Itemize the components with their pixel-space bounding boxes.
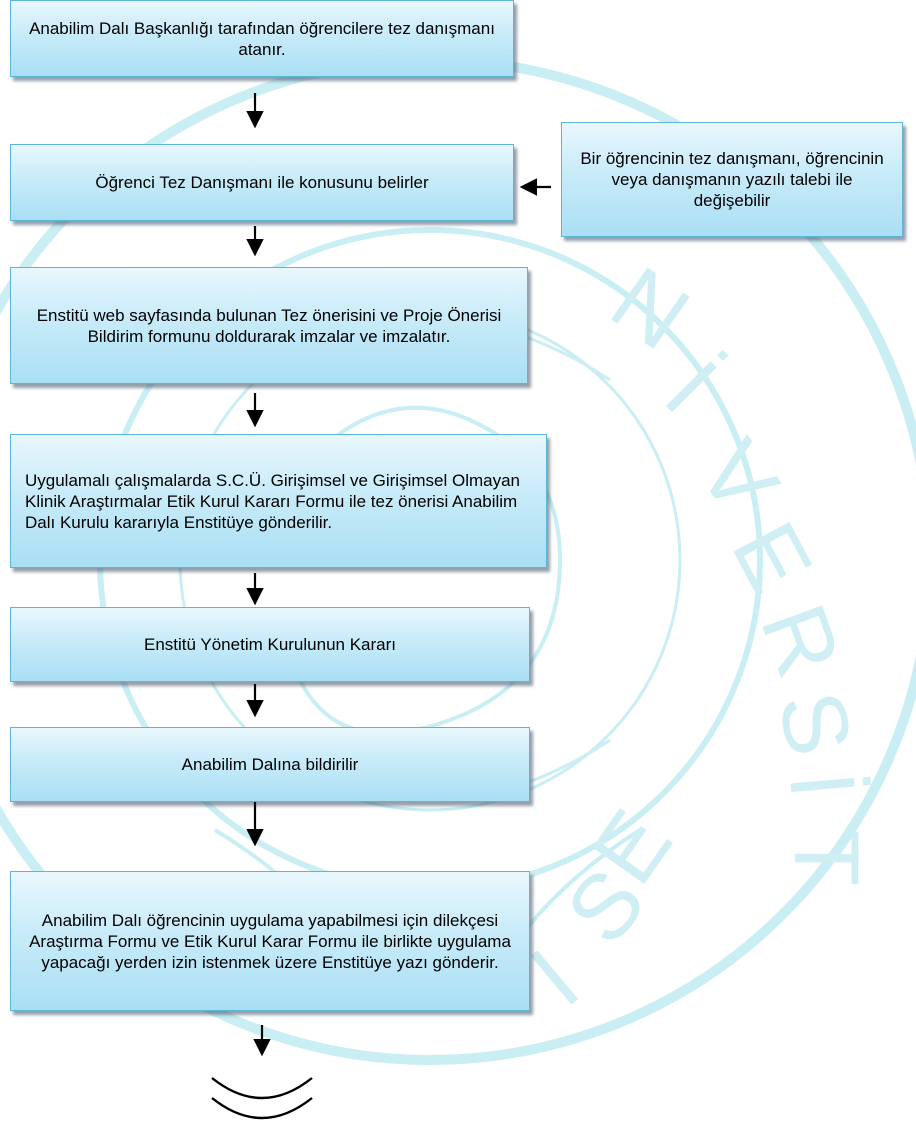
- flow-step-1-text: Anabilim Dalı Başkanlığı tarafından öğre…: [29, 18, 495, 59]
- flow-step-5: Enstitü Yönetim Kurulunun Kararı: [10, 607, 530, 682]
- page-continuation-connector: [211, 1077, 313, 1120]
- svg-text:T: T: [775, 830, 877, 886]
- flow-step-7: Anabilim Dalı öğrencinin uygulama yapabi…: [10, 871, 530, 1011]
- flow-step-4: Uygulamalı çalışmalarda S.C.Ü. Girişimse…: [10, 434, 547, 568]
- flow-step-6-text: Anabilim Dalına bildirilir: [181, 755, 359, 774]
- flow-step-7-text: Anabilim Dalı öğrencinin uygulama yapabi…: [29, 910, 511, 972]
- flow-step-3-text: Enstitü web sayfasında bulunan Tez öneri…: [36, 305, 502, 346]
- flow-step-6: Anabilim Dalına bildirilir: [10, 727, 530, 802]
- side-note-text: Bir öğrencinin tez danışmanı, öğrencinin…: [580, 149, 884, 210]
- side-note-box: Bir öğrencinin tez danışmanı, öğrencinin…: [561, 122, 903, 237]
- flow-step-2: Öğrenci Tez Danışmanı ile konusunu belir…: [10, 144, 514, 221]
- flow-step-3: Enstitü web sayfasında bulunan Tez öneri…: [10, 267, 528, 384]
- flow-step-5-text: Enstitü Yönetim Kurulunun Kararı: [144, 635, 396, 654]
- flow-step-1: Anabilim Dalı Başkanlığı tarafından öğre…: [10, 0, 514, 77]
- flow-step-2-text: Öğrenci Tez Danışmanı ile konusunu belir…: [95, 173, 429, 192]
- flow-step-4-text: Uygulamalı çalışmalarda S.C.Ü. Girişimse…: [25, 470, 521, 532]
